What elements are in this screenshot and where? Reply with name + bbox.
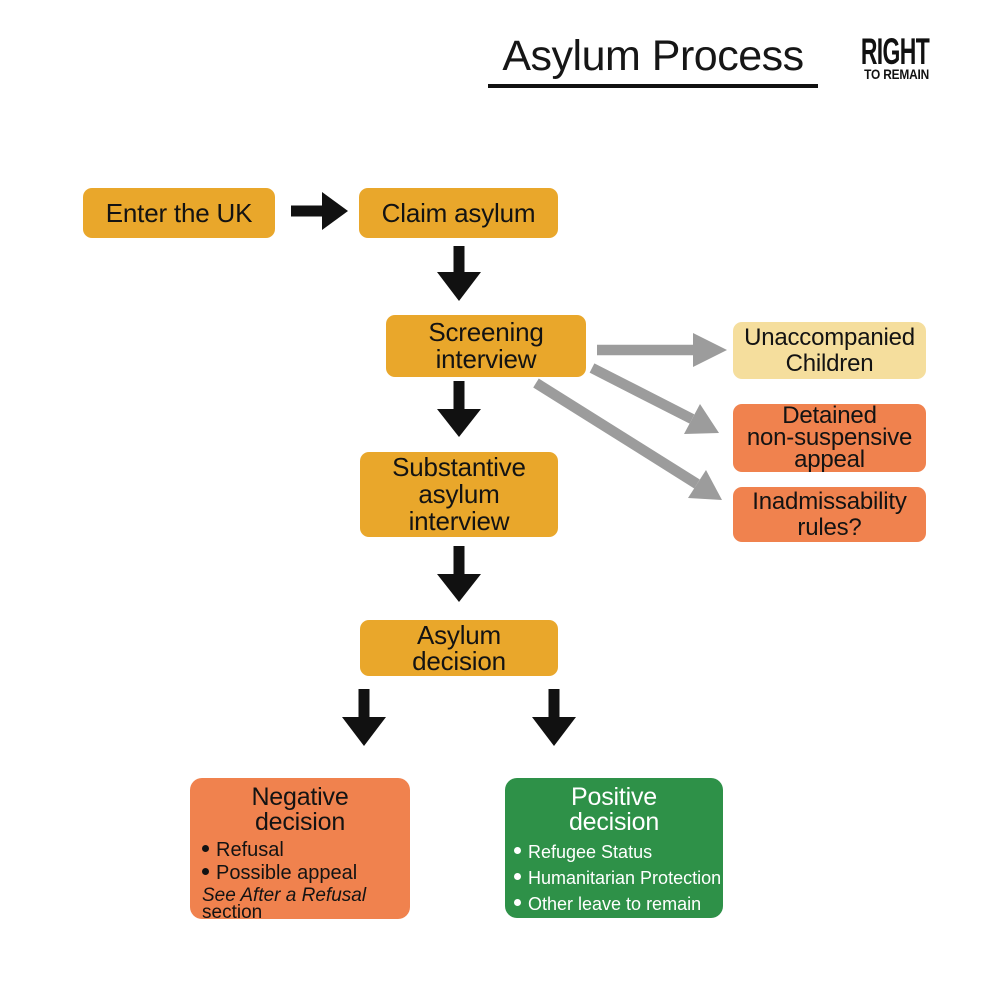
bullet-icon	[202, 845, 209, 852]
node-label-line: Detained	[782, 402, 877, 429]
node-screening-interview: Screening interview	[386, 315, 586, 377]
node-label-line: interview	[435, 344, 537, 374]
bullet-icon	[514, 873, 521, 880]
node-label-line: Inadmissability	[752, 487, 907, 515]
bullet-label: Humanitarian Protection	[528, 868, 722, 888]
node-label-line: non-suspensive	[746, 424, 913, 451]
node-positive-decision: Positive decision Refugee Status Humanit…	[505, 778, 723, 918]
node-asylum-decision: Asylum decision	[360, 620, 558, 676]
node-label-line: asylum	[418, 479, 500, 509]
list-item: Other leave to remain	[505, 895, 723, 913]
bullet-label: Possible appeal	[216, 862, 358, 884]
positive-decision-bullets: Refugee Status Humanitarian Protection O…	[505, 843, 723, 921]
node-label-line: Unaccompanied	[744, 323, 915, 351]
node-label: Claim asylum	[381, 197, 536, 228]
arrowhead-screening-to-substantive	[437, 409, 481, 437]
arrowhead-screening-to-unaccompanied	[693, 333, 727, 367]
arrowhead-enter-to-claim	[322, 192, 348, 230]
node-substantive-asylum-interview: Substantive asylum interview	[360, 452, 558, 537]
list-item: Possible appeal	[190, 862, 410, 884]
list-item: Refugee Status	[505, 843, 723, 861]
negative-decision-title: Negative decision	[251, 783, 349, 836]
node-label-line: Asylum	[416, 620, 502, 650]
bullet-icon	[514, 847, 521, 854]
arrowhead-claim-to-screening	[437, 272, 481, 301]
negative-decision-bullets: Refusal Possible appeal See After a Refu…	[190, 839, 410, 923]
node-inadmissability-rules: Inadmissability rules?	[733, 487, 926, 542]
arrow-screening-to-inadmissability	[533, 378, 700, 489]
node-claim-asylum: Claim asylum	[359, 188, 558, 238]
see-after-refusal-note: See After a Refusal section	[202, 885, 367, 923]
list-item: Humanitarian Protection	[505, 869, 723, 887]
node-label-line: appeal	[794, 446, 865, 473]
node-label-line: rules?	[797, 513, 862, 541]
arrowhead-decision-to-positive	[532, 717, 576, 746]
arrowhead-substantive-to-decision	[437, 574, 481, 602]
arrowhead-decision-to-negative	[342, 717, 386, 746]
bullet-icon	[202, 868, 209, 875]
node-enter-the-uk: Enter the UK	[83, 188, 275, 238]
arrow-screening-to-detained	[589, 363, 695, 424]
logo-line-right: RIGHT	[860, 31, 930, 72]
node-detained-non-suspensive-appeal: Detained non-suspensive appeal	[733, 404, 926, 472]
node-negative-decision: Negative decision Refusal Possible appea…	[190, 778, 410, 923]
arrowhead-screening-to-inadmissability	[688, 470, 722, 500]
node-label-line: interview	[408, 506, 510, 536]
right-to-remain-logo: RIGHT TO REMAIN	[819, 31, 930, 82]
node-label: Enter the UK	[105, 197, 253, 228]
list-item: Refusal	[190, 839, 410, 861]
node-unaccompanied-children: Unaccompanied Children	[733, 322, 926, 379]
node-label-line: decision	[412, 646, 506, 676]
arrowhead-screening-to-detained	[684, 404, 719, 434]
bullet-label: Refusal	[216, 839, 284, 861]
bullet-label: Refugee Status	[528, 842, 653, 862]
positive-decision-title: Positive decision	[568, 783, 660, 836]
bullet-icon	[514, 899, 521, 906]
page-title: Asylum Process	[488, 30, 818, 88]
node-label-line: Children	[785, 349, 874, 377]
node-label-line: Substantive	[392, 452, 526, 482]
logo-line-to-remain: TO REMAIN	[863, 66, 929, 82]
bullet-label: Other leave to remain	[528, 894, 702, 914]
node-label-line: Screening	[428, 317, 544, 347]
